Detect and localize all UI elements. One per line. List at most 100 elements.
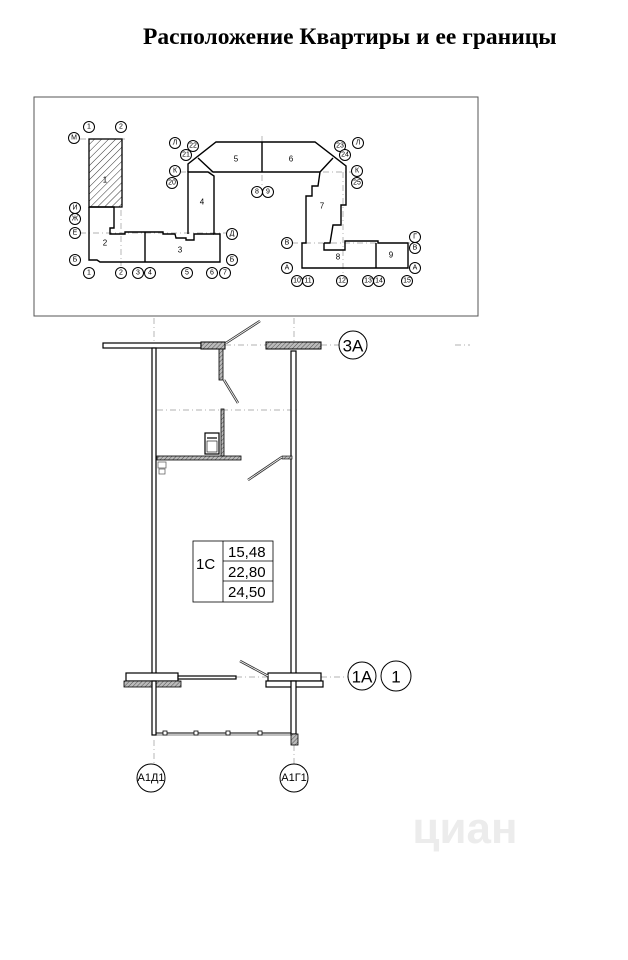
section-number: 7	[320, 202, 325, 211]
grid-bubble	[226, 254, 238, 266]
grid-bubble	[69, 254, 81, 266]
grid-bubble	[132, 267, 144, 279]
grid-bubble-label: 2	[119, 124, 123, 131]
grid-bubble-label: 2	[119, 270, 123, 277]
grid-bubble-label: 6	[210, 270, 214, 277]
section-number: 8	[336, 253, 341, 262]
grid-bubble-label: 12	[338, 278, 346, 285]
grid-bubble	[169, 137, 181, 149]
grid-bubble	[69, 227, 81, 239]
unit-label: 1С	[196, 556, 215, 573]
grid-bubble	[187, 140, 199, 152]
grid-bubble-label: 3	[136, 270, 140, 277]
grid-bubble-label: 11	[304, 278, 311, 285]
living-area: 15,48	[228, 544, 266, 561]
grid-bubble-label: В	[413, 245, 418, 252]
grid-bubble	[281, 262, 293, 274]
grid-bubble-label: 5	[185, 270, 189, 277]
grid-bubble	[336, 275, 348, 287]
axis-1a: 1А	[352, 668, 373, 687]
walls	[102, 341, 324, 746]
grid-bubble	[351, 177, 363, 189]
section-number: 1	[103, 176, 108, 185]
grid-bubble	[144, 267, 156, 279]
fridge-icon	[204, 432, 220, 455]
grid-bubble	[83, 121, 95, 133]
grid-bubble-label: Г	[413, 234, 417, 241]
grid-bubble-label: 10	[293, 278, 301, 285]
section-number: 9	[389, 251, 394, 260]
grid-bubble	[352, 137, 364, 149]
section-number: 3	[178, 246, 183, 255]
section-number: 2	[103, 239, 108, 248]
grid-bubble	[206, 267, 218, 279]
grid-bubble-label: 1	[87, 270, 91, 277]
grid-bubble-label: Л	[356, 140, 361, 147]
grid-bubble-label: 4	[148, 270, 152, 277]
grid-bubble-label: Ж	[72, 216, 79, 223]
grid-bubble	[69, 213, 81, 225]
grid-bubble	[351, 165, 363, 177]
grid-bubble-label: А	[285, 265, 290, 272]
section-numbers: 1 2 3 4 5 6 7 8 9	[103, 155, 394, 262]
grid-bubble-label: 25	[353, 180, 361, 187]
total-area-with-balcony: 24,50	[228, 584, 266, 601]
grid-bubble	[181, 267, 193, 279]
grid-bubble-label: 8	[255, 189, 259, 196]
grid-bubble	[281, 237, 293, 249]
grid-bubble	[409, 242, 421, 254]
grid-bubble	[302, 275, 314, 287]
grid-bubble-label: А	[413, 265, 418, 272]
grid-bubble-label: М	[71, 135, 77, 142]
axis-a1g1: А1Г1	[281, 772, 307, 784]
grid-bubble-label: 7	[223, 270, 227, 277]
grid-bubble	[373, 275, 385, 287]
grid-bubble-label: 13	[364, 278, 372, 285]
grid-bubble	[401, 275, 413, 287]
grid-bubble	[115, 121, 127, 133]
grid-bubble-label: 22	[189, 143, 197, 150]
section-number: 6	[289, 155, 294, 164]
axis-a1d1: А1Д1	[137, 772, 164, 784]
watermark-logo: циан	[412, 804, 517, 853]
grid-bubble	[68, 132, 80, 144]
section-number: 5	[234, 155, 239, 164]
grid-bubble-label: 21	[182, 152, 190, 159]
axis-3a: 3А	[343, 337, 364, 356]
grid-bubble	[166, 177, 178, 189]
doors	[222, 319, 283, 678]
area-table: 1С 15,48 22,80 24,50	[192, 540, 274, 603]
grid-bubble	[334, 140, 346, 152]
meter-icon	[157, 461, 167, 475]
grid-bubble-label: Б	[73, 257, 78, 264]
grid-bubble	[180, 149, 192, 161]
grid-bubble-label: И	[72, 205, 77, 212]
grid-bubble-label: К	[173, 168, 178, 175]
axis-bubbles: 3А 1А 1 А1Д1 А1Г1	[136, 330, 412, 793]
grid-bubble	[226, 228, 238, 240]
grid-bubble	[115, 267, 127, 279]
grid-bubble	[409, 262, 421, 274]
page-title: Расположение Квартиры и ее границы	[143, 24, 557, 50]
grid-bubble	[169, 165, 181, 177]
grid-bubble-label: 14	[375, 278, 383, 285]
grid-bubble-label: В	[285, 240, 290, 247]
grid-bubble-label: 15	[403, 278, 411, 285]
grid-bubble-label: 23	[336, 143, 344, 150]
grid-bubble	[339, 149, 351, 161]
building-outline	[88, 138, 409, 269]
grid-bubble-label: 1	[87, 124, 91, 131]
grid-bubble	[83, 267, 95, 279]
grid-bubble-label: К	[355, 168, 360, 175]
grid-bubble	[219, 267, 231, 279]
axis-1: 1	[391, 668, 400, 687]
section-number: 4	[200, 198, 205, 207]
grid-bubble	[262, 186, 274, 198]
grid-bubble-label: Д	[230, 231, 235, 238]
grid-bubble-label: 24	[341, 152, 349, 159]
grid-bubble-label: Л	[173, 140, 178, 147]
section-1-highlight	[88, 138, 123, 208]
